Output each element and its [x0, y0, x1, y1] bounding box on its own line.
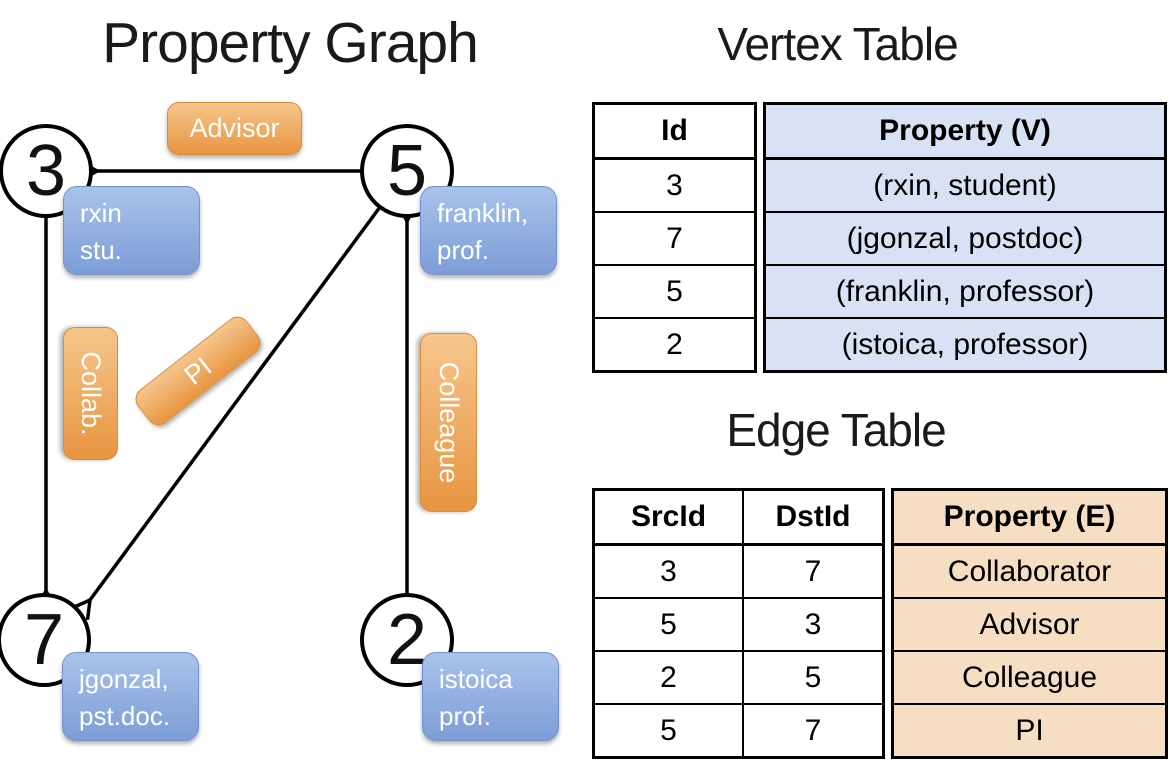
vertex-label-line: stu. [80, 235, 122, 265]
vertex-label-2: istoica prof. [422, 652, 559, 741]
table-row: Collaborator [894, 544, 1165, 597]
table-row: 2 [595, 317, 754, 370]
table-row: 5 [595, 264, 754, 317]
edge-5-to-7 [90, 205, 382, 600]
column-header-label: DstId [742, 491, 882, 543]
graph-edges [46, 171, 407, 600]
table-row: (jgonzal, postdoc) [766, 211, 1164, 264]
property-graph-panel: Property Graph 3 5 7 2 [0, 0, 580, 760]
graph-title: Property Graph [102, 11, 479, 75]
table-row: PI [894, 703, 1165, 756]
table-cell: Advisor [979, 607, 1080, 641]
vertex-label-7: jgonzal, pst.doc. [62, 652, 199, 741]
table-cell: (rxin, student) [873, 168, 1057, 202]
edge-table-property-column: Property (E) Collaborator Advisor Collea… [891, 488, 1168, 759]
vertex-label-line: jgonzal, [79, 664, 169, 694]
table-row: (franklin, professor) [766, 264, 1164, 317]
table-cell: 7 [742, 705, 882, 756]
vertex-table: Id 3 7 5 2 Property (V) (rxin, student) … [592, 102, 1167, 373]
table-cell: (jgonzal, postdoc) [846, 221, 1084, 255]
table-row: (rxin, student) [766, 158, 1164, 211]
table-row: 5 7 [595, 703, 882, 756]
graph-canvas [0, 124, 454, 687]
table-row: Colleague [894, 650, 1165, 703]
vertex-table-header-property: Property (V) [766, 105, 1164, 158]
column-header-label: Property (V) [879, 114, 1051, 147]
vertex-label-line: franklin, [437, 198, 529, 228]
table-row: 5 3 [595, 597, 882, 650]
vertex-table-property-column: Property (V) (rxin, student) (jgonzal, p… [763, 102, 1167, 373]
table-cell: 7 [742, 546, 882, 597]
table-cell: 3 [666, 168, 683, 202]
table-cell: 2 [660, 660, 677, 694]
vertex-label-line: pst.doc. [79, 701, 171, 731]
table-cell: 5 [742, 652, 882, 703]
vertex-label-line: prof. [437, 235, 490, 265]
column-header-label: SrcId [630, 500, 707, 533]
column-header-label: Property (E) [943, 500, 1116, 533]
table-cell: 7 [666, 221, 683, 255]
table-row: 7 [595, 211, 754, 264]
table-row: 3 [595, 158, 754, 211]
table-row: 2 5 [595, 650, 882, 703]
table-cell: (franklin, professor) [835, 274, 1095, 308]
table-cell: 5 [660, 607, 677, 641]
edge-table-title: Edge Table [726, 404, 946, 456]
table-cell: 5 [666, 274, 683, 308]
vertex-label-line: rxin [80, 198, 122, 228]
edge-table: SrcId DstId 3 7 5 3 2 5 5 7 Propert [592, 488, 1168, 759]
vertex-label-3: rxin stu. [63, 186, 200, 275]
table-cell: 3 [742, 599, 882, 650]
table-cell: 2 [666, 327, 683, 361]
edge-label-collab: Collab. [63, 327, 118, 460]
table-cell: 5 [660, 713, 677, 747]
table-row: (istoica, professor) [766, 317, 1164, 370]
edge-label-advisor: Advisor [167, 102, 302, 155]
edge-table-id-columns: SrcId DstId 3 7 5 3 2 5 5 7 [592, 488, 885, 759]
vertex-table-header-id: Id [595, 105, 754, 158]
vertex-label-line: istoica [439, 664, 513, 694]
table-row: Advisor [894, 597, 1165, 650]
edge-table-header-row: SrcId DstId [595, 491, 882, 544]
table-cell: Colleague [961, 660, 1098, 694]
table-cell: PI [1015, 713, 1044, 747]
edge-table-header-property: Property (E) [894, 491, 1165, 544]
edge-label-colleague: Colleague [420, 333, 477, 512]
table-cell: Collaborator [947, 554, 1112, 588]
table-cell: (istoica, professor) [841, 327, 1089, 361]
table-cell: 3 [660, 554, 677, 588]
table-row: 3 7 [595, 544, 882, 597]
vertex-label-line: prof. [439, 701, 492, 731]
vertex-table-title: Vertex Table [717, 18, 958, 70]
vertex-label-5: franklin, prof. [420, 186, 557, 275]
column-header-label: Id [661, 114, 688, 147]
vertex-table-id-column: Id 3 7 5 2 [592, 102, 757, 373]
